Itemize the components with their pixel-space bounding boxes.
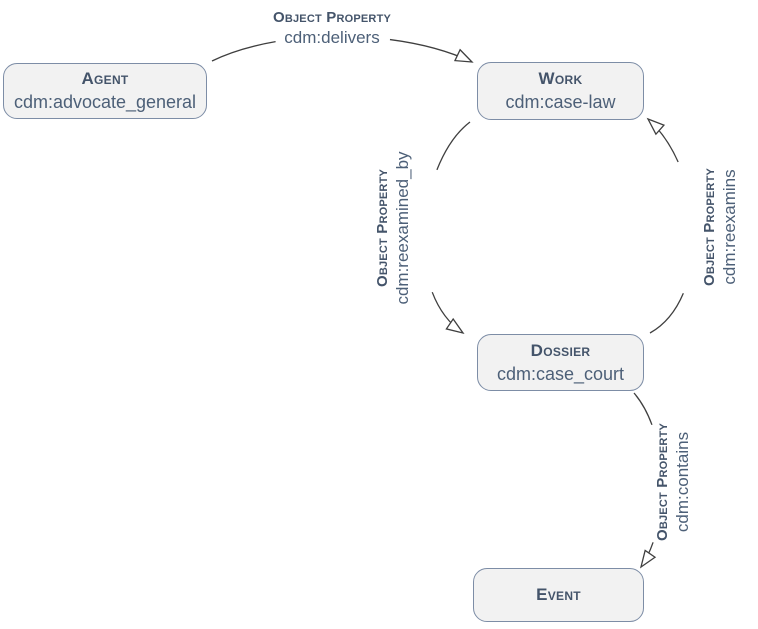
node-event: Event <box>473 568 644 622</box>
edge-label-reexamins: Object Property cdm:reexamins <box>700 168 740 286</box>
edge-type-label: Object Property <box>272 9 392 26</box>
node-subtitle: cdm:advocate_general <box>13 92 197 112</box>
node-title: Work <box>538 69 583 88</box>
edge-contains-line <box>633 392 663 569</box>
edge-type-label: Object Property <box>701 167 718 287</box>
node-dossier: Dossier cdm:case_court <box>477 334 644 391</box>
edge-property-label: cdm:reexamins <box>720 169 739 285</box>
edge-type-label: Object Property <box>654 422 671 542</box>
node-work: Work cdm:case-law <box>477 62 644 120</box>
node-title: Dossier <box>530 340 591 360</box>
node-subtitle: cdm:case_court <box>496 363 625 384</box>
edge-label-contains: Object Property cdm:contains <box>653 423 693 541</box>
edge-delivers-line <box>211 35 474 63</box>
node-subtitle: cdm:case-law <box>505 92 616 112</box>
node-agent: Agent cdm:advocate_general <box>3 63 207 119</box>
edge-reexamins-line <box>646 117 695 334</box>
edge-property-label: cdm:delivers <box>284 28 380 47</box>
node-title: Agent <box>81 69 129 88</box>
edge-reexamined-by-line <box>423 121 471 335</box>
node-title: Event <box>536 585 581 604</box>
edge-label-delivers: Object Property cdm:delivers <box>273 8 391 48</box>
edge-property-label: cdm:reexamined_by <box>393 151 412 305</box>
edge-property-label: cdm:contains <box>673 431 692 533</box>
edge-label-reexamined-by: Object Property cdm:reexamined_by <box>373 151 413 304</box>
edge-type-label: Object Property <box>374 168 391 288</box>
